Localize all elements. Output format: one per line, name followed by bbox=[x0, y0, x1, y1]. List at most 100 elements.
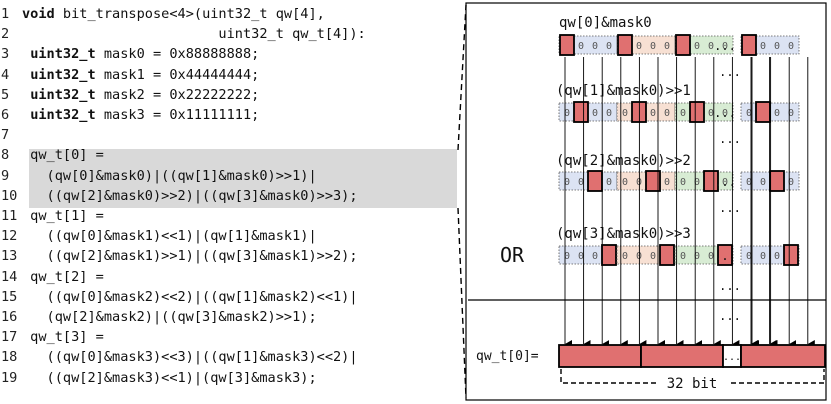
zero-bit: 0 bbox=[650, 108, 656, 119]
code-line: 7 bbox=[0, 125, 22, 145]
zero-bit: 0 bbox=[606, 41, 612, 52]
zoom-line-top bbox=[457, 4, 467, 151]
code-text: mask0 = 0x88888888; bbox=[95, 46, 260, 63]
line-number: 14 bbox=[1, 268, 18, 285]
code-keyword: void bbox=[22, 6, 55, 22]
set-bit-cell bbox=[689, 101, 705, 123]
zero-bit: 0 bbox=[760, 41, 766, 52]
zoom-line-bottom bbox=[457, 207, 467, 399]
code-line: 4 uint32_t mask1 = 0x44444444; bbox=[0, 65, 259, 85]
zero-bit: 0 bbox=[578, 177, 584, 188]
set-bit-cell bbox=[769, 170, 785, 192]
row-label: (qw[3]&mask0)>>3 bbox=[556, 226, 691, 242]
code-text: ((qw[0]&mask1)<<1)|(qw[1]&mask1)| bbox=[22, 228, 317, 245]
zero-bit: 0 bbox=[650, 251, 656, 262]
ellipsis-mark: ... bbox=[719, 132, 741, 146]
set-bit-cell bbox=[741, 34, 757, 56]
code-keyword: uint32_t bbox=[30, 66, 96, 83]
zero-bit: 0 bbox=[664, 108, 670, 119]
code-keyword: uint32_t bbox=[30, 46, 96, 63]
zero-bit: 0 bbox=[578, 41, 584, 52]
result-nibble-block bbox=[640, 344, 724, 368]
line-number: 1 bbox=[1, 6, 10, 22]
zero-bit: 0 bbox=[564, 251, 570, 262]
code-text: uint32_t qw_t[4]): bbox=[22, 26, 366, 43]
code-line: 2 uint32_t qw_t[4]): bbox=[0, 24, 366, 44]
code-line: 3 uint32_t mask0 = 0x88888888; bbox=[0, 44, 259, 64]
code-line: 13 ((qw[2]&mask1)>>1)|((qw[3]&mask1)>>2)… bbox=[0, 246, 358, 266]
code-text: qw_t[2] = bbox=[22, 268, 104, 285]
ellipsis-mark: ... bbox=[714, 249, 736, 263]
code-text: mask3 = 0x11111111; bbox=[95, 107, 260, 123]
zero-bit: 0 bbox=[694, 251, 700, 262]
code-line: 14 qw_t[2] = bbox=[0, 267, 104, 287]
ellipsis-mark: ... bbox=[719, 309, 741, 323]
zero-bit: 0 bbox=[578, 251, 584, 262]
code-text: (qw[2]&mask2)|((qw[3]&mask2)>>1); bbox=[22, 309, 317, 325]
zero-bit: 0 bbox=[564, 108, 570, 119]
code-line: 15 ((qw[0]&mask2)<<2)|((qw[1]&mask2)<<1)… bbox=[0, 287, 358, 307]
zero-bit: 0 bbox=[746, 177, 752, 188]
zero-bit: 0 bbox=[708, 108, 714, 119]
code-line: 17 qw_t[3] = bbox=[0, 327, 104, 347]
zero-bit: 0 bbox=[760, 251, 766, 262]
code-text: qw_t[1] = bbox=[22, 208, 104, 224]
zero-bit: 0 bbox=[680, 108, 686, 119]
code-line: 12 ((qw[0]&mask1)<<1)|(qw[1]&mask1)| bbox=[0, 226, 317, 246]
zero-bit: 0 bbox=[788, 177, 794, 188]
set-bit-cell bbox=[659, 244, 675, 266]
line-number: 16 bbox=[1, 309, 18, 325]
code-line: 18 ((qw[0]&mask3)<<3)|((qw[1]&mask3)<<2)… bbox=[0, 347, 358, 367]
set-bit-cell bbox=[617, 34, 633, 56]
zero-bit: 0 bbox=[636, 41, 642, 52]
zero-bit: 0 bbox=[664, 41, 670, 52]
result-nibble-block bbox=[558, 344, 642, 368]
set-bit-cell bbox=[573, 101, 589, 123]
line-number: 10 bbox=[1, 187, 18, 204]
code-line: 6 uint32_t mask3 = 0x11111111; bbox=[0, 105, 259, 125]
zero-bit: 0 bbox=[564, 177, 570, 188]
zero-bit: 0 bbox=[664, 177, 670, 188]
set-bit-cell bbox=[645, 170, 661, 192]
or-operator-label: OR bbox=[500, 243, 525, 267]
zero-bit: 0 bbox=[774, 251, 780, 262]
code-text: (qw[0]&mask0)|((qw[1]&mask0)>>1)| bbox=[22, 167, 317, 184]
zero-bit: 0 bbox=[592, 251, 598, 262]
zero-bit: 0 bbox=[680, 251, 686, 262]
diagram-panel-frame bbox=[465, 2, 827, 401]
code-line: 16 (qw[2]&mask2)|((qw[3]&mask2)>>1); bbox=[0, 307, 317, 327]
zero-bit: 0 bbox=[722, 177, 728, 188]
ellipsis-mark: ... bbox=[714, 39, 736, 53]
result-label: qw_t[0]= bbox=[476, 349, 539, 364]
line-number: 9 bbox=[1, 167, 10, 184]
ellipsis-mark: ... bbox=[714, 106, 736, 120]
code-keyword: uint32_t bbox=[30, 107, 96, 123]
highlighted-code-block bbox=[29, 149, 457, 208]
line-number: 3 bbox=[1, 46, 10, 63]
line-number: 12 bbox=[1, 228, 18, 245]
code-text: qw_t[3] = bbox=[22, 329, 104, 346]
zero-bit: 0 bbox=[774, 41, 780, 52]
set-bit-cell bbox=[783, 244, 799, 266]
zero-bit: 0 bbox=[722, 41, 728, 52]
zero-bit: 0 bbox=[746, 108, 752, 119]
code-text: ((qw[0]&mask3)<<3)|((qw[1]&mask3)<<2)| bbox=[22, 349, 358, 366]
set-bit-cell bbox=[587, 170, 603, 192]
zero-bit: 0 bbox=[760, 177, 766, 188]
zero-bit: 0 bbox=[592, 41, 598, 52]
code-text: ((qw[2]&mask1)>>1)|((qw[3]&mask1)>>2); bbox=[22, 248, 358, 265]
line-number: 17 bbox=[1, 329, 18, 346]
zero-bit: 0 bbox=[788, 41, 794, 52]
zero-bit: 0 bbox=[774, 108, 780, 119]
zero-bit: 0 bbox=[622, 108, 628, 119]
set-bit-cell bbox=[601, 244, 617, 266]
ellipsis-mark: ... bbox=[719, 201, 741, 215]
set-bit-cell bbox=[755, 101, 771, 123]
zero-bit: 0 bbox=[622, 177, 628, 188]
line-number: 7 bbox=[1, 127, 10, 144]
code-line: 8 qw_t[0] = bbox=[0, 145, 104, 165]
line-number: 15 bbox=[1, 288, 18, 305]
line-number: 4 bbox=[1, 66, 10, 83]
